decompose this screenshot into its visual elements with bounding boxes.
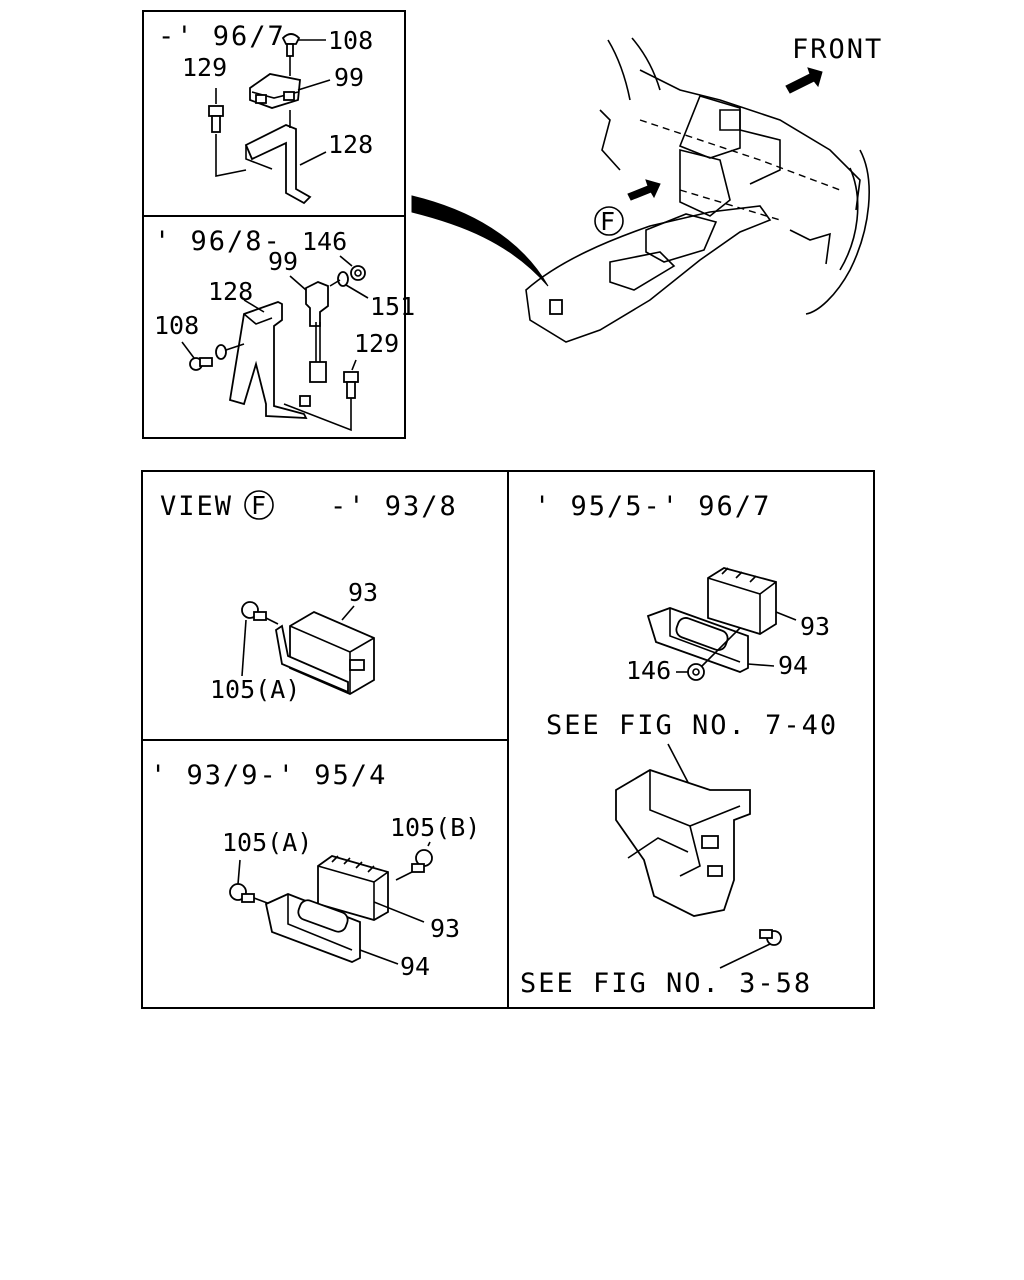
view-f-marker	[244, 490, 274, 520]
callout-129: 129	[182, 53, 227, 82]
panel-93-9-to-95-4: ' 93/9-' 95/4 105(B) 105(A) 93	[150, 760, 480, 981]
panel-header-date: -' 93/8	[330, 491, 458, 522]
view-f-letter: F	[251, 491, 266, 520]
front-label: FRONT	[792, 34, 883, 65]
bolt-icon	[719, 929, 782, 969]
door-line	[805, 149, 870, 315]
screw-108-icon	[281, 33, 326, 57]
see-fig-3-58: SEE FIG NO. 3-58	[520, 968, 812, 999]
bolt-129-icon	[208, 88, 224, 133]
view-f-marker	[594, 206, 624, 236]
panel-upto-96-7: -' 96/7 108 129 99	[142, 10, 406, 217]
callout-151: 151	[370, 292, 415, 321]
dash-module	[719, 109, 781, 185]
callout-146: 146	[626, 656, 671, 685]
bolt-105a-icon	[241, 601, 279, 677]
panel-header: ' 95/5-' 96/7	[534, 491, 771, 522]
see-fig-7-40: SEE FIG NO. 7-40	[546, 710, 838, 741]
panel-from-96-8: ' 96/8- 146 151 99 128 108	[142, 215, 415, 439]
callout-99: 99	[334, 63, 364, 92]
pointer-curve	[411, 195, 549, 287]
washer-151-icon	[337, 271, 369, 299]
view-arrow-icon	[627, 179, 661, 201]
callout-146: 146	[302, 227, 347, 256]
callout-93: 93	[348, 578, 378, 607]
pillar-line	[607, 37, 661, 101]
bracket-94-icon	[264, 893, 399, 965]
nut-146-icon	[676, 627, 741, 681]
callout-128: 128	[328, 130, 373, 159]
harness-dashed	[639, 119, 841, 221]
panel-header-view: VIEW	[160, 491, 233, 522]
ecu-93-icon	[317, 855, 425, 923]
nut-146-icon	[339, 255, 366, 281]
panel-header: -' 96/7	[158, 21, 286, 52]
callout-108: 108	[328, 26, 373, 55]
panel-frame	[142, 215, 406, 439]
callout-108: 108	[154, 311, 199, 340]
vehicle-overview: FRONT F	[411, 34, 883, 343]
bolt-105a-icon	[229, 859, 271, 905]
bolt-129-icon	[283, 359, 359, 432]
sensor-unit-99-icon	[249, 56, 331, 109]
callout-93: 93	[430, 914, 460, 943]
console-ecu-location	[549, 299, 563, 315]
callout-105b: 105(B)	[390, 813, 480, 842]
console-body	[525, 205, 772, 343]
dash-cluster	[678, 95, 741, 159]
shift-boot	[645, 213, 718, 263]
door-inner	[789, 167, 859, 271]
panel-header: ' 93/9-' 95/4	[150, 760, 387, 791]
ecu-93-icon	[275, 605, 375, 696]
callout-93: 93	[800, 612, 830, 641]
screw-108-icon	[181, 341, 245, 371]
bracket-128-icon	[215, 110, 327, 205]
callout-105a: 105(A)	[222, 828, 312, 857]
sensor-unit-99-icon	[289, 275, 341, 383]
callout-94: 94	[778, 651, 808, 680]
callout-129: 129	[354, 329, 399, 358]
bolt-105b-icon	[395, 841, 433, 881]
console-frame-icon	[615, 769, 751, 917]
view-f-letter: F	[600, 207, 615, 236]
bracket-128-icon	[228, 299, 311, 419]
bracket-94-icon	[646, 607, 775, 673]
front-arrow-icon	[785, 67, 823, 94]
console-stack	[679, 148, 731, 217]
dash-outline	[599, 69, 861, 211]
callout-94: 94	[400, 952, 430, 981]
callout-99: 99	[268, 247, 298, 276]
panel-header: ' 96/8-	[154, 226, 282, 257]
console-tray	[609, 251, 676, 291]
callout-105a: 105(A)	[210, 675, 300, 704]
ecu-93-icon	[707, 567, 797, 635]
panel-view-f-upto-93-8: VIEW F -' 93/8 93 105(A)	[160, 490, 458, 704]
panel-95-5-to-96-7: ' 95/5-' 96/7 93 94 146 SEE FIG NO. 7-40	[520, 491, 838, 999]
